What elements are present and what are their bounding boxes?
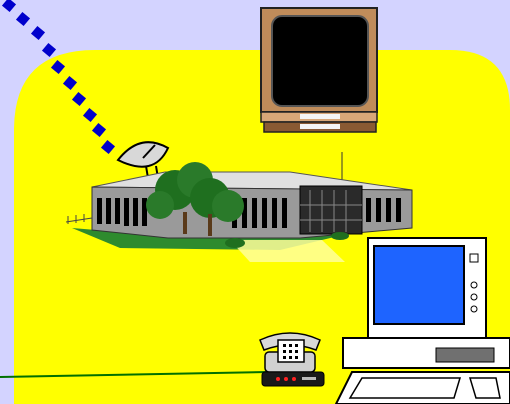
computer-monitor-icon <box>343 238 510 368</box>
modem-icon <box>262 372 324 386</box>
telephone-icon <box>260 333 320 372</box>
keyboard-icon <box>336 372 510 404</box>
